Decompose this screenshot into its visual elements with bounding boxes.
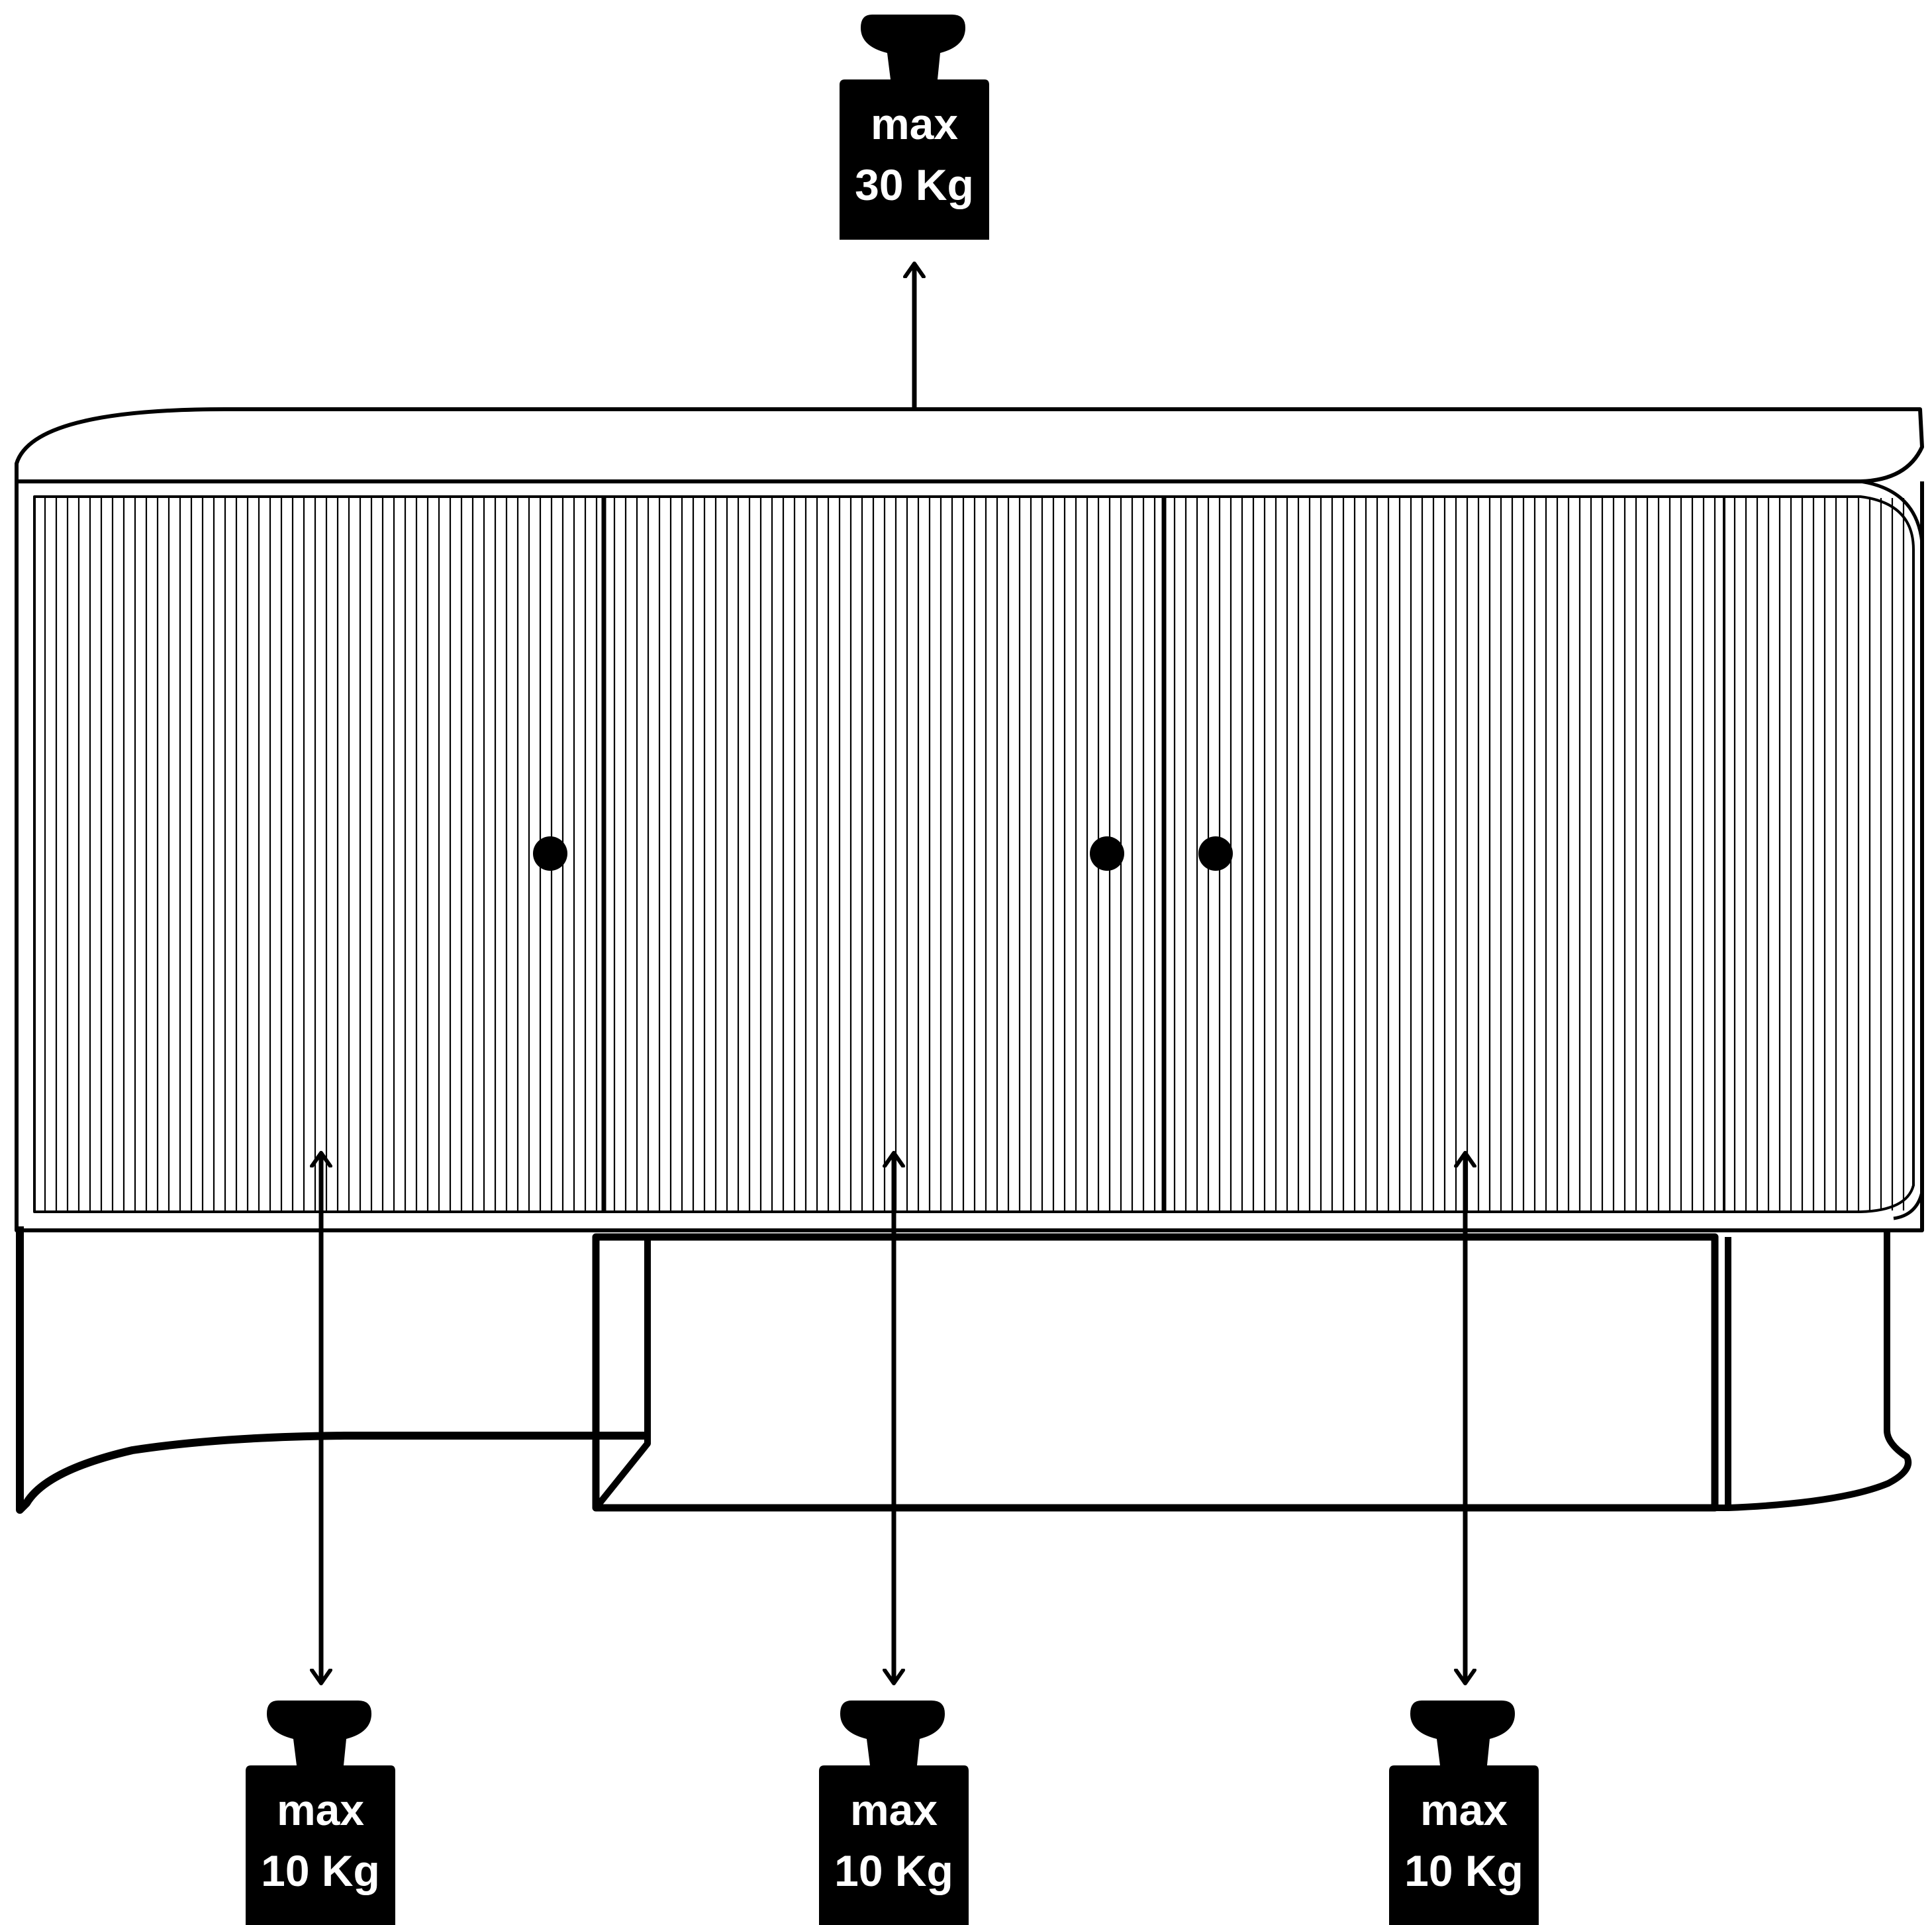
left-leg [16, 1226, 645, 1514]
center-base [592, 1233, 1719, 1512]
weight-center-line2: 10 Kg [834, 1846, 953, 1895]
fluted-panels [44, 498, 1905, 1210]
weight-top: max 30 Kg [840, 15, 989, 240]
weight-left: max 10 Kg [246, 1701, 395, 1925]
door-knob-2 [1090, 836, 1124, 871]
weight-right: max 10 Kg [1389, 1701, 1539, 1925]
sideboard-top [15, 407, 1924, 483]
weight-top-line2: 30 Kg [855, 160, 974, 209]
weight-center: max 10 Kg [819, 1701, 969, 1925]
weight-icon [1389, 1701, 1539, 1925]
door-knob-3 [1198, 836, 1233, 871]
weight-icon [819, 1701, 969, 1925]
weight-left-line1: max [277, 1785, 364, 1834]
door-knob-1 [533, 836, 567, 871]
weight-icon [246, 1701, 395, 1925]
weight-center-line1: max [850, 1785, 938, 1834]
weight-icon [840, 15, 989, 240]
sideboard [15, 407, 1924, 1514]
center-base-inner [593, 1237, 651, 1511]
sideboard-right-curve [1860, 479, 1924, 1220]
door-frame-4 [1723, 495, 1915, 1213]
weight-top-line1: max [871, 99, 958, 148]
right-leg [1715, 1230, 1911, 1511]
weight-right-line1: max [1420, 1785, 1508, 1834]
weight-right-line2: 10 Kg [1404, 1846, 1523, 1895]
weight-left-line2: 10 Kg [261, 1846, 380, 1895]
